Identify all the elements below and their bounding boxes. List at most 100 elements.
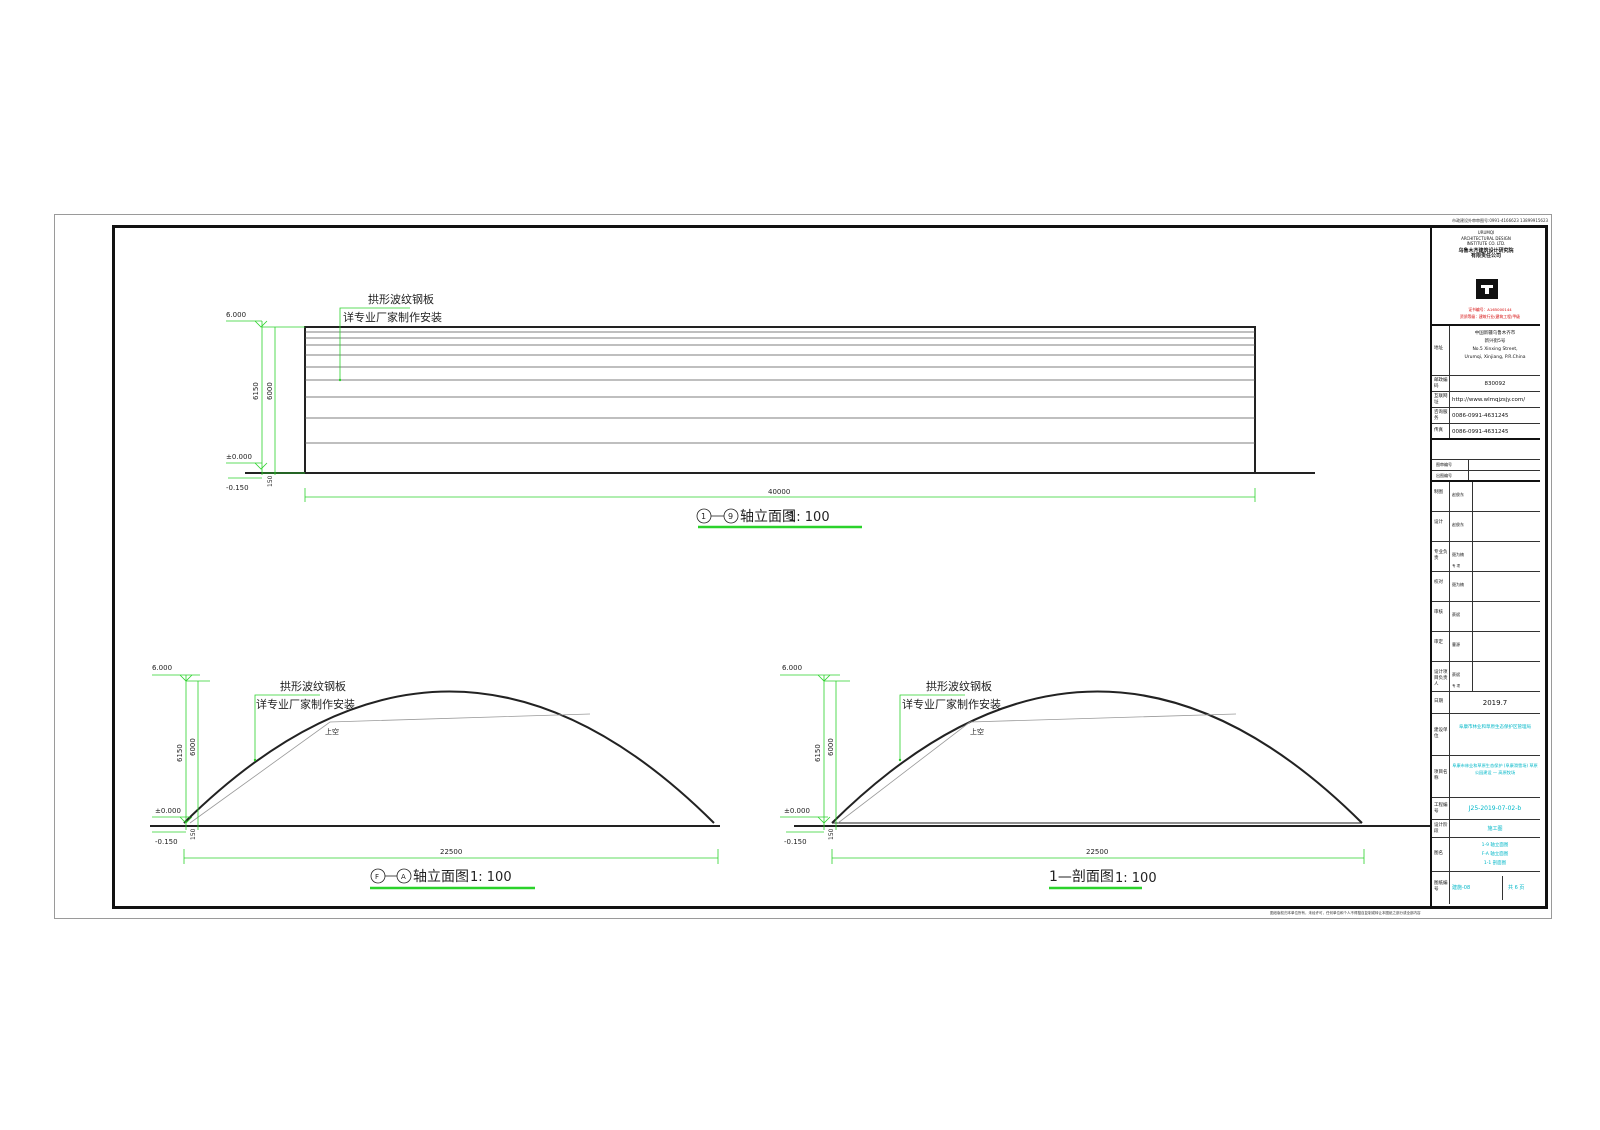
label-line1: 拱形波纹钢板 (280, 679, 346, 693)
sheet-count: 共 6 页 (1508, 885, 1525, 891)
dim-6000: 6000 (266, 382, 274, 400)
sign-row-name: 蔡斌 (1452, 672, 1460, 677)
address-label: 地址 (1434, 346, 1443, 351)
sign-row: 审定曹源 (1432, 632, 1540, 662)
website-label: 互联网址 (1434, 394, 1448, 405)
institute-cn-1: 乌鲁木齐建筑设计研究院 (1458, 247, 1514, 254)
title-text: 轴立面图 (740, 509, 796, 525)
sign-row-label: 校对 (1434, 580, 1443, 585)
sign-row: 专业负责聂为楠专 项 (1432, 542, 1540, 572)
dim-6150: 6150 (252, 382, 260, 400)
title-block: URUMQI ARCHITECTURAL DESIGN INSTITUTE CO… (1430, 226, 1540, 906)
title-text: 轴立面图 (413, 869, 469, 885)
website: http://www.wlmqjzsjy.com/ (1452, 397, 1526, 403)
axis-start: 1 (701, 512, 706, 521)
sign-row: 审核蔡斌 (1432, 602, 1540, 632)
elevation-f-a: 6.000 ±0.000 -0.150 6150 6000 150 22500 … (150, 664, 720, 890)
label-line2: 详专业厂家制作安装 (902, 697, 1001, 711)
level-top: 6.000 (782, 664, 802, 672)
sign-row-label: 设计项目负责人 (1434, 670, 1448, 687)
panel-lines (305, 331, 1255, 444)
project-cell: 项目名称 阜康市林业和草原生态保护 (阜康滑雪场) 草原公园建设 — 高原牧场 (1432, 756, 1540, 798)
sign-row: 设计赵俊东 (1432, 512, 1540, 542)
dim-6150: 6150 (176, 744, 184, 762)
sign-row-name: 曹源 (1452, 642, 1460, 647)
inner-label: 上空 (970, 727, 984, 736)
sign-row-name: 蔡斌 (1452, 612, 1460, 617)
level-top: 6.000 (226, 311, 246, 319)
date-cell: 日期 2019.7 (1432, 692, 1540, 714)
fax: 0086-0991-4631245 (1452, 429, 1509, 435)
drawing-no: 建施-08 (1452, 885, 1471, 891)
drawing-no-label: 图纸编号 (1434, 881, 1448, 892)
drawing-frame (112, 225, 1548, 909)
postcode-cell: 邮政编码 830092 (1432, 376, 1540, 392)
date-label: 日期 (1434, 699, 1443, 704)
dim-span: 22500 (1086, 848, 1108, 856)
section-1-1: 6.000 ±0.000 -0.150 6150 6000 150 22500 … (780, 664, 1430, 890)
dim-150: 150 (267, 475, 274, 487)
title-text: 1—剖面图 (1049, 869, 1114, 885)
drawing-name-cell: 图名 1-9 轴立面图 F-A 轴立面图 1-1 剖面图 (1432, 838, 1540, 872)
title-scale: 1: 100 (788, 510, 830, 525)
institute-en-2: ARCHITECTURAL DESIGN (1461, 235, 1511, 241)
sign-row-name: 赵俊东 (1452, 522, 1464, 527)
stamp-label-1: 图审编号 (1436, 462, 1452, 467)
label-line2: 详专业厂家制作安装 (343, 310, 442, 324)
title-scale: 1: 100 (1115, 871, 1157, 886)
sign-row-label: 专业负责 (1434, 550, 1448, 561)
sheet-outer-border (54, 214, 1552, 919)
stage-label: 设计阶段 (1434, 823, 1448, 834)
level-zero: ±0.000 (784, 807, 810, 815)
stamp-cell-2: 出图编号 (1432, 471, 1540, 482)
dim-6000: 6000 (189, 738, 197, 756)
project-no-cell: 工程编号 J25-2019-07-02-b (1432, 798, 1540, 820)
building-outline (304, 326, 1256, 474)
label-line2: 详专业厂家制作安装 (256, 697, 355, 711)
institute-cell: URUMQI ARCHITECTURAL DESIGN INSTITUTE CO… (1432, 226, 1540, 326)
date: 2019.7 (1482, 699, 1508, 707)
phone-cell: 咨询服务 0086-0991-4631245 (1432, 408, 1540, 424)
sign-row-name: 赵俊东 (1452, 492, 1464, 497)
dim-length: 40000 (768, 488, 790, 496)
institute-en-3: INSTITUTE CO. LTD. (1466, 241, 1506, 246)
sign-row-name: 聂为楠 (1452, 582, 1464, 587)
top-note: 市政建设外审审图号:0991-4166623 13899915623 (1452, 218, 1549, 223)
website-cell: 互联网址 http://www.wlmqjzsjy.com/ (1432, 392, 1540, 408)
drawing-name-3: 1-1 剖面图 (1483, 861, 1507, 866)
dim-span: 22500 (440, 848, 462, 856)
stamp-cell-1: 图审编号 (1432, 460, 1540, 471)
project-label: 项目名称 (1434, 770, 1448, 781)
address-cell: 地址 中国新疆乌鲁木齐市 新兴街5号 No.5 Xinxing Street, … (1432, 326, 1540, 376)
client-cell: 建设单位 阜康市林业和草原生态保护区管理局 (1432, 714, 1540, 756)
fax-cell: 传真 0086-0991-4631245 (1432, 424, 1540, 440)
blank-cell (1432, 440, 1540, 460)
sign-row: 制图赵俊东 (1432, 482, 1540, 512)
sign-row: 设计项目负责人蔡斌专 项 (1432, 662, 1540, 692)
institute-cn-2: 有限责任公司 (1470, 253, 1501, 259)
title-scale: 1: 100 (470, 870, 512, 885)
arch (183, 690, 715, 824)
drawing-name-1: 1-9 轴立面图 (1481, 843, 1509, 848)
stamp-label-2: 出图编号 (1436, 473, 1452, 478)
sign-rows: 制图赵俊东设计赵俊东专业负责聂为楠专 项校对聂为楠审核蔡斌审定曹源设计项目负责人… (1432, 482, 1540, 692)
cert-no: 证书编号：A165000144 (1468, 307, 1512, 312)
dim-6150: 6150 (814, 744, 822, 762)
project-no: J25-2019-07-02-b (1468, 805, 1522, 812)
institute-en-1: URUMQI (1477, 230, 1495, 235)
foot-note: 图纸版权归本单位所有，未经许可，任何单位和个人不得擅自复制或转让本图纸之部分或全… (1270, 911, 1421, 915)
elevation-1-9: 6.000 ±0.000 -0.150 6150 6000 150 40000 … (226, 292, 1315, 529)
inner-label: 上空 (325, 727, 339, 736)
phone: 0086-0991-4631245 (1452, 413, 1509, 419)
dim-150: 150 (828, 828, 835, 840)
sign-row-name: 聂为楠 (1452, 552, 1464, 557)
project-no-label: 工程编号 (1434, 803, 1448, 814)
axis-end: A (401, 873, 406, 881)
dim-6000: 6000 (827, 738, 835, 756)
label-line1: 拱形波纹钢板 (368, 292, 434, 306)
sign-row-sub: 专 项 (1452, 564, 1461, 568)
drawing-name-label: 图名 (1434, 851, 1443, 856)
institute-logo (1476, 279, 1498, 299)
phone-label: 咨询服务 (1434, 410, 1448, 421)
level-zero: ±0.000 (155, 807, 181, 815)
